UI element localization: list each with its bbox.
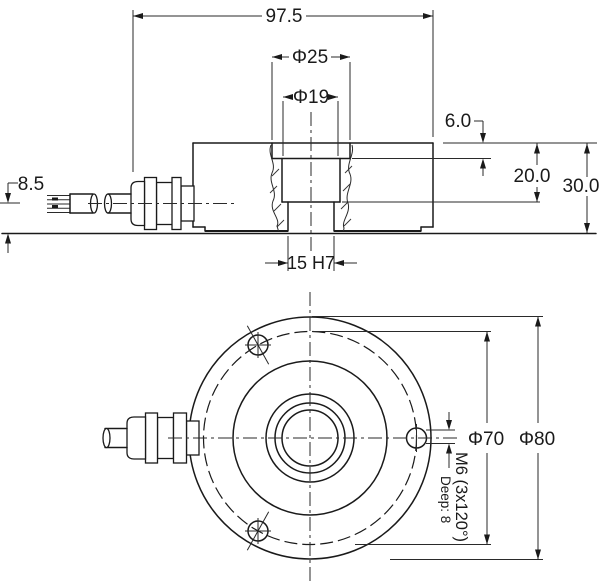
break-line-right — [342, 144, 354, 232]
section-hatching — [269, 165, 353, 228]
dim-counterbore-depth-label: 6.0 — [445, 111, 471, 132]
bottom-view: Φ70 Φ80 M6 (3x120°) Deep: 8 — [102, 292, 555, 581]
dim-outer-dia-label: Φ80 — [519, 429, 555, 450]
dim-through-bore-label: 15 H7 — [287, 253, 335, 273]
wire-crimp — [52, 205, 58, 208]
bottom-dimensions: Φ70 Φ80 M6 (3x120°) Deep: 8 — [312, 316, 555, 560]
bolt-hole-bottom-left — [245, 511, 271, 551]
gland-dome — [130, 180, 146, 227]
dim-bore-depth-label: 20.0 — [514, 166, 551, 187]
side-dimensions: 97.5 Φ25 Φ19 6.0 — [0, 6, 599, 273]
bolt-hole-top-left — [245, 325, 271, 365]
bolt-depth-label: Deep: 8 — [438, 476, 453, 523]
body — [192, 142, 434, 232]
cable-gland-bottom — [102, 412, 200, 464]
bolt-spec-label: M6 (3x120°) — [452, 452, 470, 542]
wire-crimp — [52, 197, 58, 201]
bore-section — [269, 142, 354, 232]
side-view: 97.5 Φ25 Φ19 6.0 — [0, 6, 599, 273]
cable-break — [102, 427, 111, 449]
dim-bore-dia-label: Φ19 — [293, 87, 329, 108]
dim-overall-length-label: 97.5 — [266, 6, 303, 27]
dim-bolt-circle-label: Φ70 — [468, 429, 504, 450]
break-line-left — [269, 144, 279, 232]
dim-counterbore-dia-label: Φ25 — [292, 47, 328, 68]
gland-nut-1 — [144, 412, 159, 464]
dim-total-height-label: 30.0 — [563, 176, 600, 197]
gland-dome — [126, 416, 147, 460]
dim-cable-height-label: 8.5 — [18, 174, 44, 195]
